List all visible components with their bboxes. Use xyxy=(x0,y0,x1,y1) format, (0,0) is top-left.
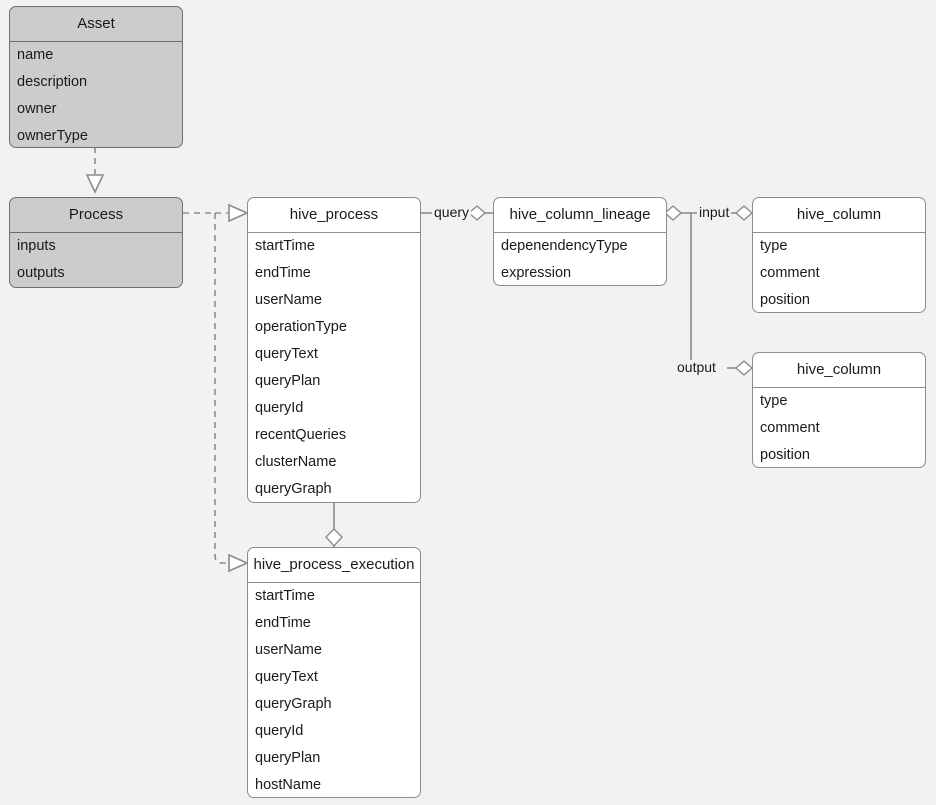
aggregation-diamond-execution xyxy=(325,528,343,548)
attribute-item: inputs xyxy=(17,238,56,254)
attribute-item: comment xyxy=(760,420,820,436)
attribute-item: depenendencyType xyxy=(501,238,628,254)
aggregation-diamond-lineage-right xyxy=(663,205,683,221)
attribute-item: position xyxy=(760,447,810,463)
class-hive-process-execution[interactable]: hive_process_execution startTime endTime… xyxy=(247,547,421,798)
attribute-item: queryId xyxy=(255,400,304,416)
attribute-item: outputs xyxy=(17,265,65,281)
class-process-attributes: inputs outputs xyxy=(10,233,182,287)
generalization-arrow-hive-process-execution xyxy=(228,553,249,573)
attribute-item: comment xyxy=(760,265,820,281)
attribute-item: queryGraph xyxy=(255,481,332,497)
class-hive-process[interactable]: hive_process startTime endTime userName … xyxy=(247,197,421,503)
generalization-arrow-asset xyxy=(85,174,105,194)
attribute-item: queryPlan xyxy=(255,373,321,389)
attribute-item: recentQueries xyxy=(255,427,347,443)
aggregation-diamond-input xyxy=(734,205,754,221)
class-hive-column-output[interactable]: hive_column type comment position xyxy=(752,352,926,468)
attribute-item: position xyxy=(760,292,810,308)
attribute-item: startTime xyxy=(255,588,315,604)
class-hive-column-input-attributes: type comment position xyxy=(753,233,925,312)
attribute-item: queryPlan xyxy=(255,750,321,766)
attribute-item: name xyxy=(17,47,54,63)
class-hive-column-input[interactable]: hive_column type comment position xyxy=(752,197,926,313)
edge-label-output: output xyxy=(675,359,718,375)
class-hive-process-execution-title: hive_process_execution xyxy=(248,548,420,583)
class-hive-process-title: hive_process xyxy=(248,198,420,233)
attribute-item: operationType xyxy=(255,319,347,335)
attribute-item: hostName xyxy=(255,777,322,793)
attribute-item: queryText xyxy=(255,346,318,362)
attribute-item: description xyxy=(17,74,88,90)
generalization-arrow-hive-process xyxy=(228,203,249,223)
attribute-item: endTime xyxy=(255,265,311,281)
class-hive-column-output-title: hive_column xyxy=(753,353,925,388)
class-hive-column-input-title: hive_column xyxy=(753,198,925,233)
edge-process-to-execution xyxy=(214,213,228,564)
attribute-item: type xyxy=(760,393,788,409)
class-process[interactable]: Process inputs outputs xyxy=(9,197,183,288)
class-asset-title: Asset xyxy=(10,7,182,42)
attribute-item: ownerType xyxy=(17,128,88,144)
edge-label-query: query xyxy=(432,204,472,220)
attribute-item: owner xyxy=(17,101,57,117)
aggregation-diamond-query xyxy=(467,205,487,221)
attribute-item: startTime xyxy=(255,238,315,254)
attribute-item: queryGraph xyxy=(255,696,332,712)
class-asset-attributes: name description owner ownerType xyxy=(10,42,182,147)
attribute-item: userName xyxy=(255,292,322,308)
class-hive-column-lineage-attributes: depenendencyType expression xyxy=(494,233,666,285)
attribute-item: clusterName xyxy=(255,454,337,470)
class-hive-column-lineage-title: hive_column_lineage xyxy=(494,198,666,233)
class-asset[interactable]: Asset name description owner ownerType xyxy=(9,6,183,148)
attribute-item: userName xyxy=(255,642,322,658)
attribute-item: queryId xyxy=(255,723,304,739)
attribute-item: endTime xyxy=(255,615,311,631)
class-hive-process-execution-attributes: startTime endTime userName queryText que… xyxy=(248,583,420,797)
class-hive-column-output-attributes: type comment position xyxy=(753,388,925,467)
class-hive-column-lineage[interactable]: hive_column_lineage depenendencyType exp… xyxy=(493,197,667,286)
attribute-item: type xyxy=(760,238,788,254)
attribute-item: expression xyxy=(501,265,572,281)
class-process-title: Process xyxy=(10,198,182,233)
class-hive-process-attributes: startTime endTime userName operationType… xyxy=(248,233,420,502)
edge-label-input: input xyxy=(697,204,732,220)
attribute-item: queryText xyxy=(255,669,318,685)
aggregation-diamond-output xyxy=(734,360,754,376)
